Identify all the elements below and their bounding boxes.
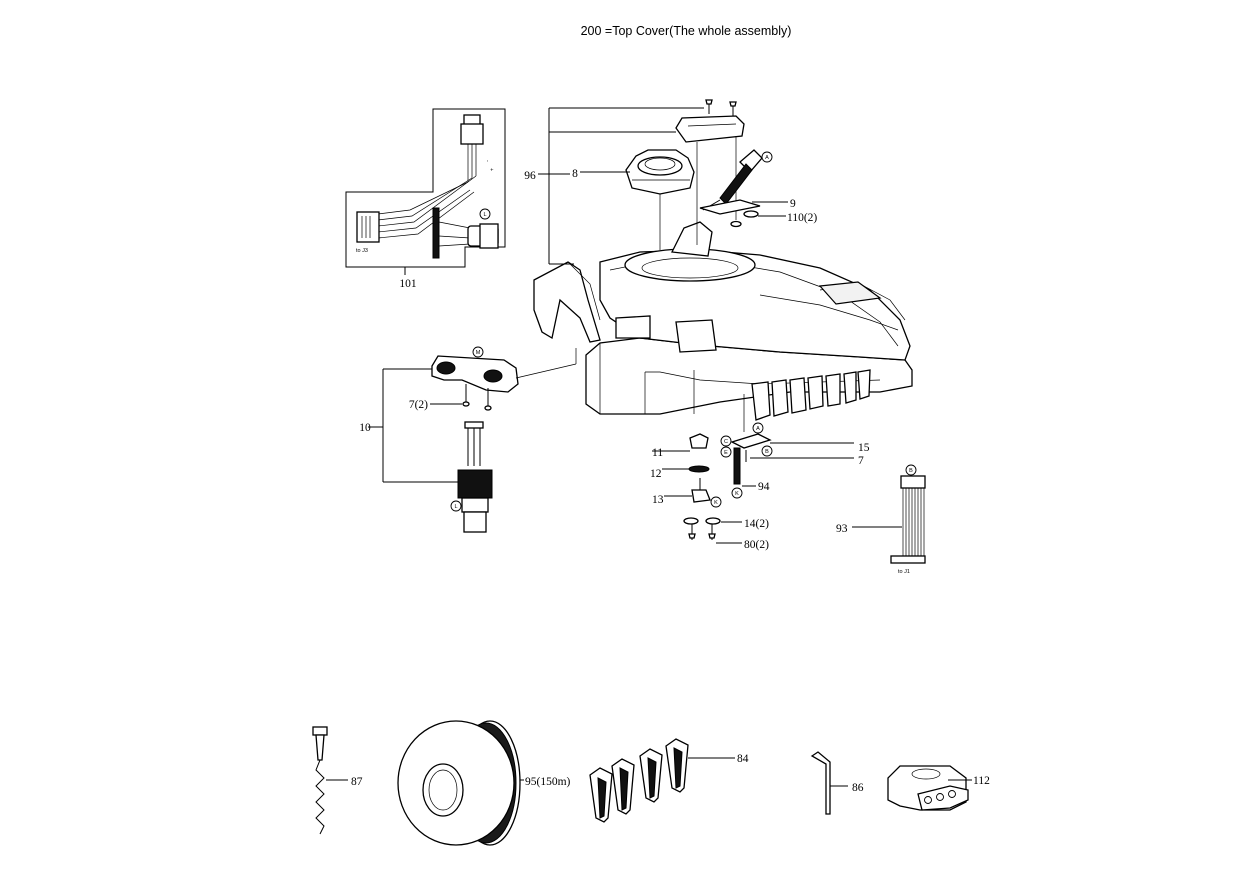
label-112: 112 — [973, 775, 990, 787]
wire-label-minus: - — [484, 160, 490, 162]
connector-label-to-j1: to J1 — [898, 569, 910, 575]
wire-label-plus: + — [488, 168, 494, 171]
part-112-wire-connector: 112 — [887, 765, 990, 811]
label-94: 94 — [758, 481, 770, 493]
label-11: 11 — [652, 447, 663, 459]
label-10: 10 — [359, 422, 371, 434]
diagram-title: 200 =Top Cover(The whole assembly) — [581, 24, 792, 38]
label-110: 110(2) — [787, 212, 817, 224]
label-7x2: 7(2) — [409, 399, 428, 411]
label-8: 8 — [572, 168, 578, 180]
marker-l-label: L — [483, 212, 486, 218]
marker-k2-label: K — [735, 491, 739, 497]
part-86-hex-key: 86 — [810, 751, 864, 815]
part-8-height-knob: 96 8 — [524, 107, 704, 265]
top-cover-body — [533, 221, 913, 432]
label-87: 87 — [351, 776, 363, 788]
marker-m-label: M — [476, 350, 481, 356]
marker-l2-label: L — [454, 504, 457, 510]
marker-c-label: C — [724, 439, 728, 445]
part-10-charging-contacts: 10 M 7(2) L — [359, 346, 577, 533]
label-9: 9 — [790, 198, 796, 210]
lower-hardware-stack: 11 12 13 K — [650, 433, 722, 508]
label-84: 84 — [737, 753, 749, 765]
part-93-ribbon-cable: B to J1 93 — [836, 464, 926, 575]
label-15: 15 — [858, 442, 870, 454]
label-93: 93 — [836, 523, 848, 535]
label-95: 95(150m) — [525, 776, 571, 788]
marker-b-label: B — [765, 449, 769, 455]
marker-a-bottom-label: A — [756, 426, 760, 432]
label-12: 12 — [650, 468, 662, 480]
label-101: 101 — [399, 278, 417, 290]
marker-e-label: E — [724, 450, 728, 456]
marker-k1-label: K — [714, 500, 718, 506]
label-96: 96 — [524, 170, 536, 182]
part-84-wire-pegs: 84 — [589, 738, 749, 823]
part-95-boundary-wire-spool: 95(150m) — [397, 720, 571, 846]
label-7: 7 — [858, 455, 864, 467]
stop-button-assembly — [675, 99, 745, 245]
part-101-wire-harness: - + to J3 L 101 — [345, 108, 506, 290]
front-vents — [751, 369, 871, 421]
part-15-bracket: A 15 C E B 7 K 94 — [720, 422, 870, 499]
label-80: 80(2) — [744, 539, 769, 551]
part-9-switch: A 9 110(2) — [699, 149, 817, 228]
marker-b2-label: B — [909, 468, 913, 474]
parts-14-80-washers-screws: 14(2) 80(2) — [683, 517, 769, 551]
label-13: 13 — [652, 494, 664, 506]
label-14: 14(2) — [744, 518, 769, 530]
label-86: 86 — [852, 782, 864, 794]
marker-a-top-label: A — [765, 155, 769, 161]
connector-label-to-j3: to J3 — [356, 248, 368, 254]
part-87-ground-pin: 87 — [312, 726, 363, 835]
